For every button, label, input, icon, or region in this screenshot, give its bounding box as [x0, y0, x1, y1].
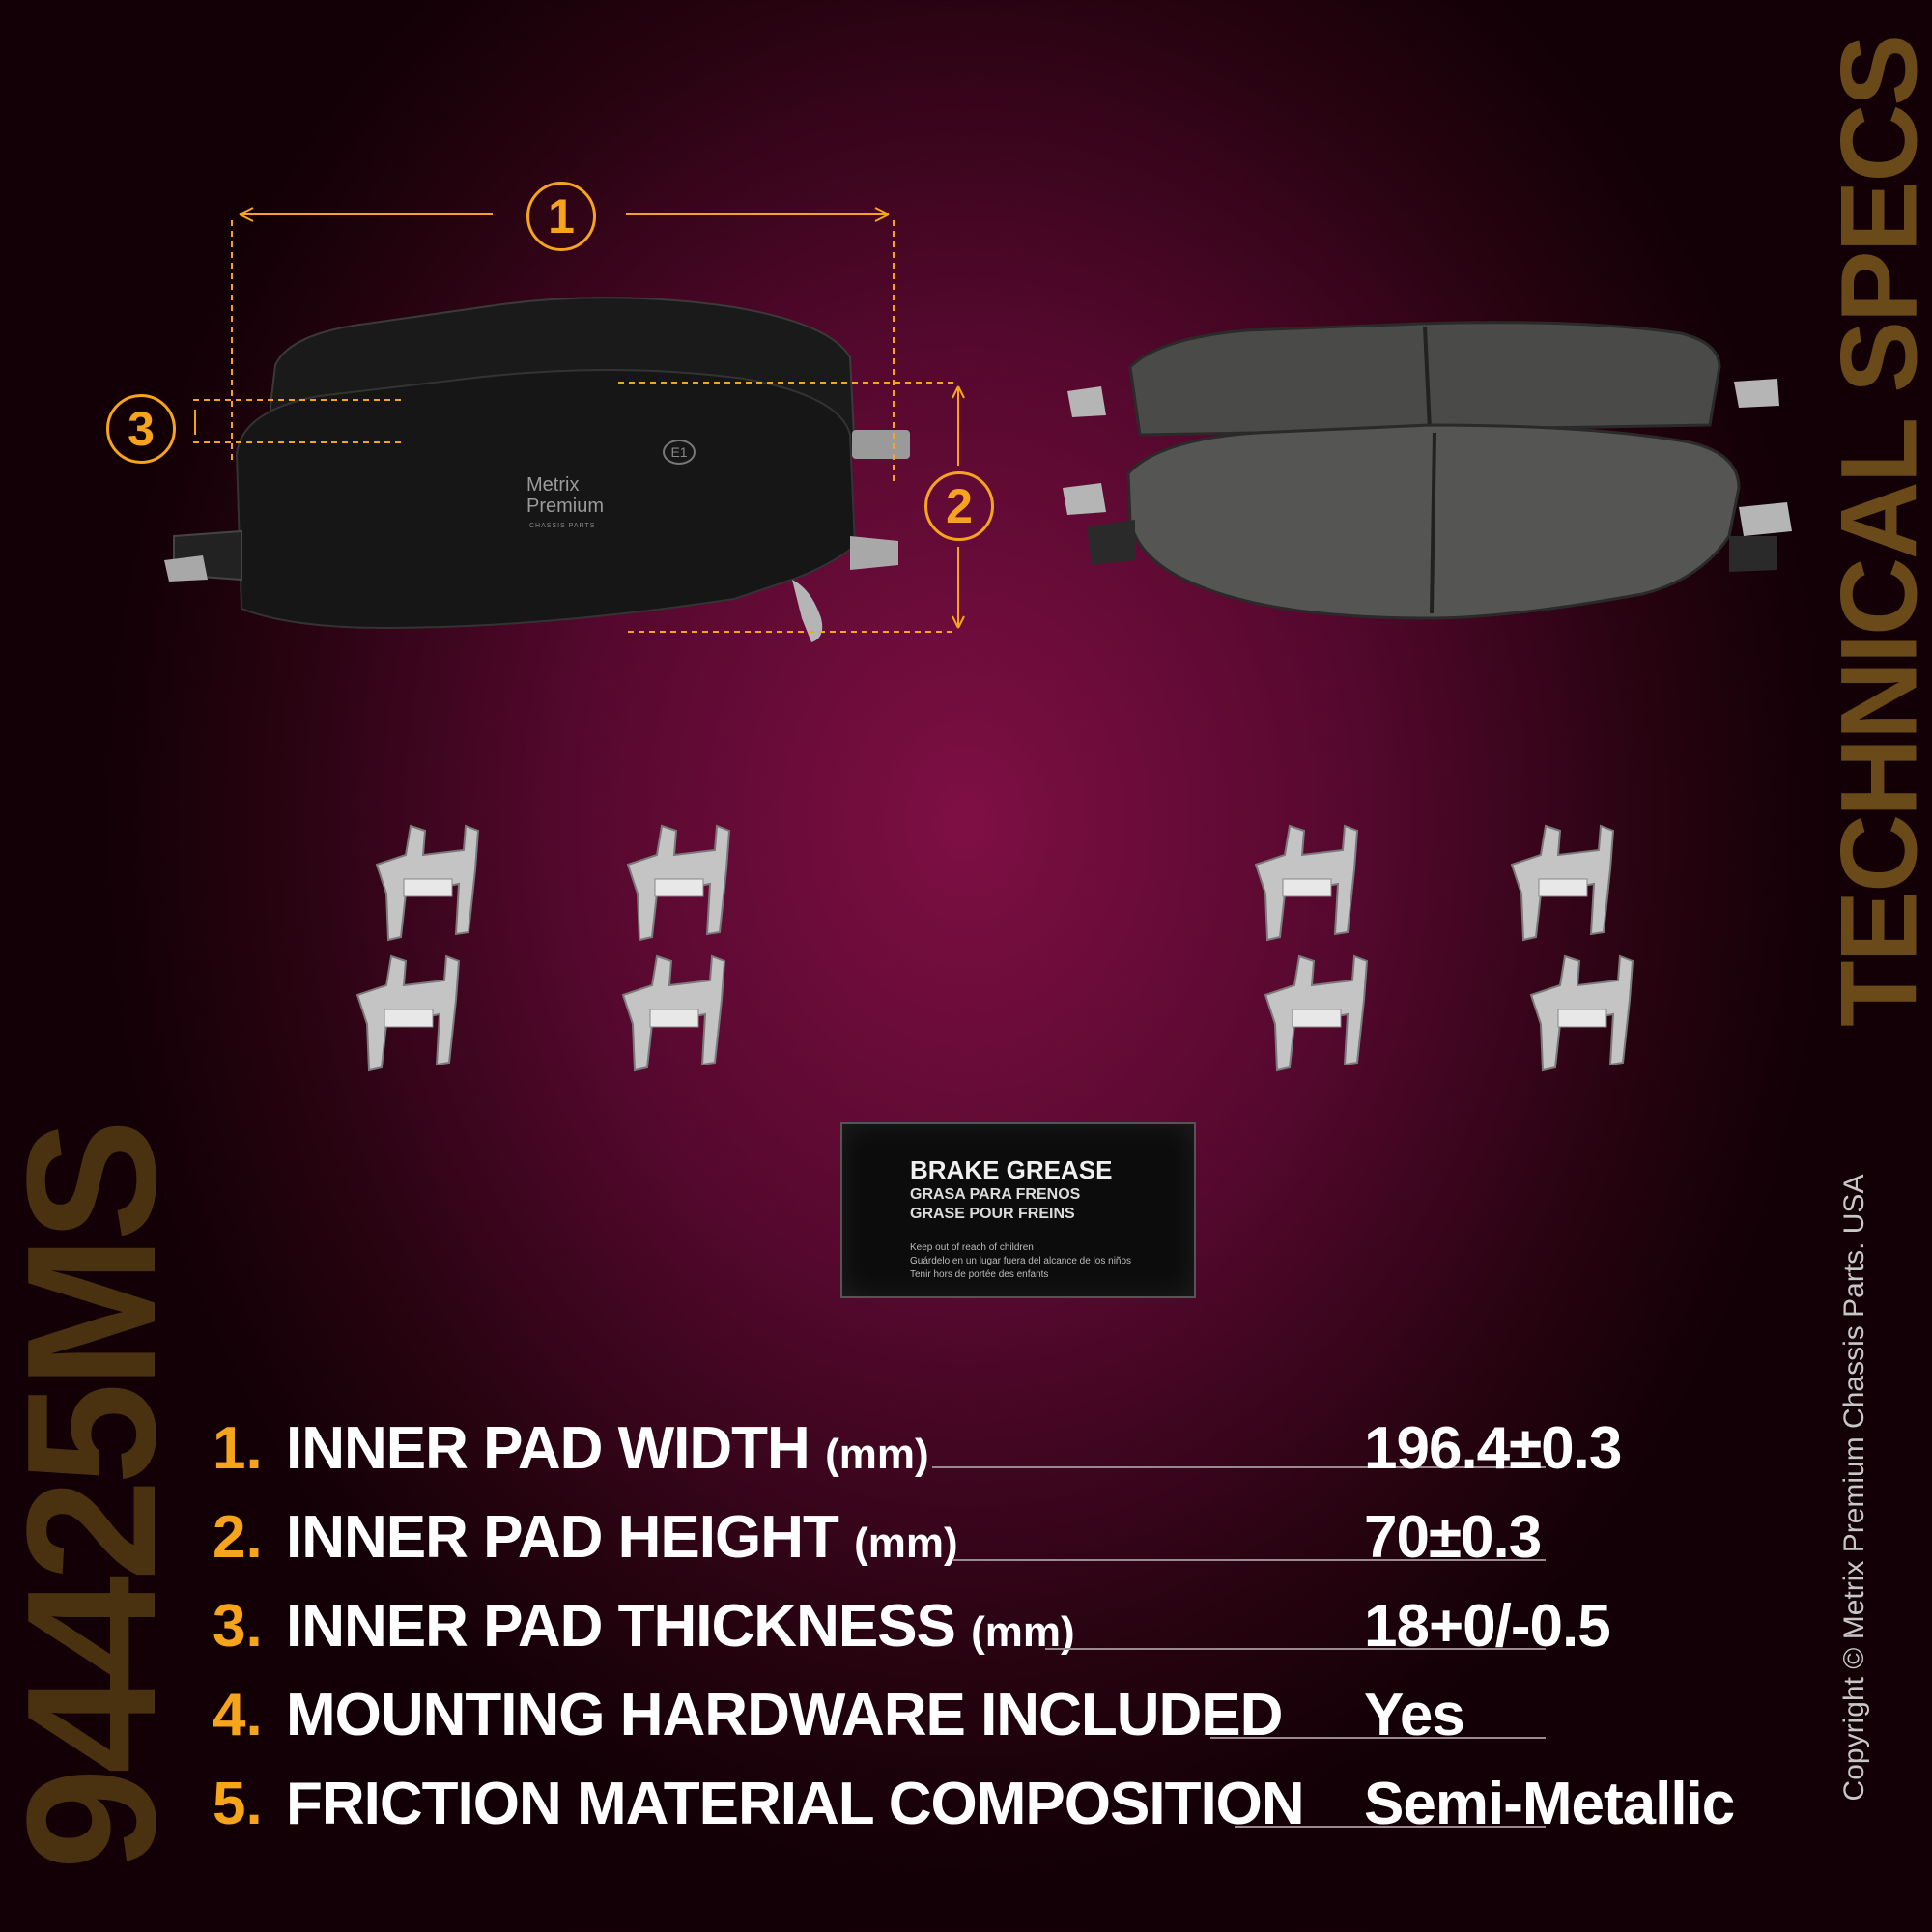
- copyright-text: Copyright © Metrix Premium Chassis Parts…: [1838, 1174, 1870, 1802]
- dimension-badge-3: 3: [106, 394, 176, 464]
- clip-6: [622, 955, 725, 1071]
- dimension-badge-1: 1: [526, 182, 596, 251]
- spec-label: FRICTION MATERIAL COMPOSITION: [286, 1770, 1305, 1838]
- spec-number: 1.: [213, 1415, 263, 1482]
- clip-1: [376, 825, 479, 941]
- grease-warning-fr: Tenir hors de portée des enfants: [910, 1269, 1049, 1280]
- brake-pad-friction-side: [1063, 321, 1792, 620]
- clip-2: [627, 825, 730, 941]
- spec-label-text: INNER PAD WIDTH: [286, 1415, 810, 1482]
- spec-leader-line: [1235, 1826, 1546, 1828]
- spec-label: INNER PAD HEIGHT (mm): [286, 1503, 958, 1572]
- spec-value: 18+0/-0.5: [1364, 1593, 1611, 1660]
- spec-label: INNER PAD WIDTH (mm): [286, 1414, 929, 1483]
- clip-4: [1511, 825, 1614, 941]
- clip-5: [356, 955, 460, 1071]
- dimension-lines: [193, 207, 965, 633]
- spec-leader-line: [932, 1466, 1546, 1468]
- spec-row-width: 1. INNER PAD WIDTH (mm) 196.4±0.3: [213, 1414, 1777, 1492]
- grease-line-fr: GRASE POUR FREINS: [910, 1206, 1075, 1222]
- part-number: 94425MS: [0, 1124, 194, 1869]
- spec-value: Yes: [1364, 1682, 1465, 1748]
- spec-unit: (mm): [854, 1520, 958, 1567]
- technical-specs-text: TECHNICAL SPECS: [1818, 36, 1932, 1027]
- rear-pad-friction: [1067, 321, 1779, 437]
- spec-unit: (mm): [971, 1608, 1075, 1656]
- clip-3: [1255, 825, 1358, 941]
- pad-brand-line2: Premium: [526, 496, 604, 517]
- brake-grease-packet: BRAKE GREASE GRASA PARA FRENOS GRASE POU…: [840, 1122, 1196, 1298]
- spec-label-text: INNER PAD HEIGHT: [286, 1504, 839, 1571]
- dimension-badge-2: 2: [924, 471, 994, 541]
- spec-value: 196.4±0.3: [1364, 1415, 1622, 1482]
- spec-row-thickness: 3. INNER PAD THICKNESS (mm) 18+0/-0.5: [213, 1592, 1777, 1669]
- mounting-hardware-clips: [356, 825, 1634, 1071]
- spec-row-friction: 5. FRICTION MATERIAL COMPOSITION Semi-Me…: [213, 1770, 1777, 1847]
- clip-8: [1530, 955, 1634, 1071]
- spec-number: 3.: [213, 1593, 263, 1660]
- grease-warning-en: Keep out of reach of children: [910, 1242, 1034, 1253]
- spec-label-text: FRICTION MATERIAL COMPOSITION: [286, 1771, 1305, 1837]
- grease-title: BRAKE GREASE: [910, 1155, 1113, 1184]
- part-number-text: 94425MS: [0, 1124, 194, 1870]
- front-pad-friction: [1063, 423, 1792, 620]
- front-pad-back: E1 Metrix Premium CHASSIS PARTS: [164, 368, 898, 642]
- spec-label-text: MOUNTING HARDWARE INCLUDED: [286, 1682, 1283, 1748]
- spec-row-height: 2. INNER PAD HEIGHT (mm) 70±0.3: [213, 1503, 1777, 1580]
- spec-value: Semi-Metallic: [1364, 1771, 1735, 1837]
- technical-specs-title: TECHNICAL SPECS: [1819, 36, 1932, 1027]
- clip-7: [1264, 955, 1368, 1071]
- spec-number: 2.: [213, 1504, 263, 1571]
- grease-line-es: GRASA PARA FRENOS: [910, 1186, 1081, 1203]
- brake-pad-backing-diagram: E1 Metrix Premium CHASSIS PARTS: [164, 207, 965, 642]
- spec-label-text: INNER PAD THICKNESS: [286, 1593, 956, 1660]
- spec-leader-line: [1045, 1648, 1546, 1650]
- spec-number: 4.: [213, 1682, 263, 1748]
- spec-leader-line: [952, 1559, 1546, 1561]
- spec-leader-line: [1210, 1737, 1546, 1739]
- grease-warning-es: Guárdelo en un lugar fuera del alcance d…: [910, 1256, 1132, 1266]
- spec-unit: (mm): [825, 1431, 929, 1478]
- spec-label: MOUNTING HARDWARE INCLUDED: [286, 1681, 1283, 1749]
- spec-value: 70±0.3: [1364, 1504, 1542, 1571]
- spec-label: INNER PAD THICKNESS (mm): [286, 1592, 1075, 1661]
- spec-number: 5.: [213, 1771, 263, 1837]
- cert-mark: E1: [670, 444, 687, 460]
- pad-brand-line3: CHASSIS PARTS: [529, 523, 595, 529]
- spec-row-hardware: 4. MOUNTING HARDWARE INCLUDED Yes: [213, 1681, 1777, 1758]
- pad-brand-line1: Metrix: [526, 474, 579, 496]
- copyright-notice: Copyright © Metrix Premium Chassis Parts…: [1816, 1121, 1893, 1855]
